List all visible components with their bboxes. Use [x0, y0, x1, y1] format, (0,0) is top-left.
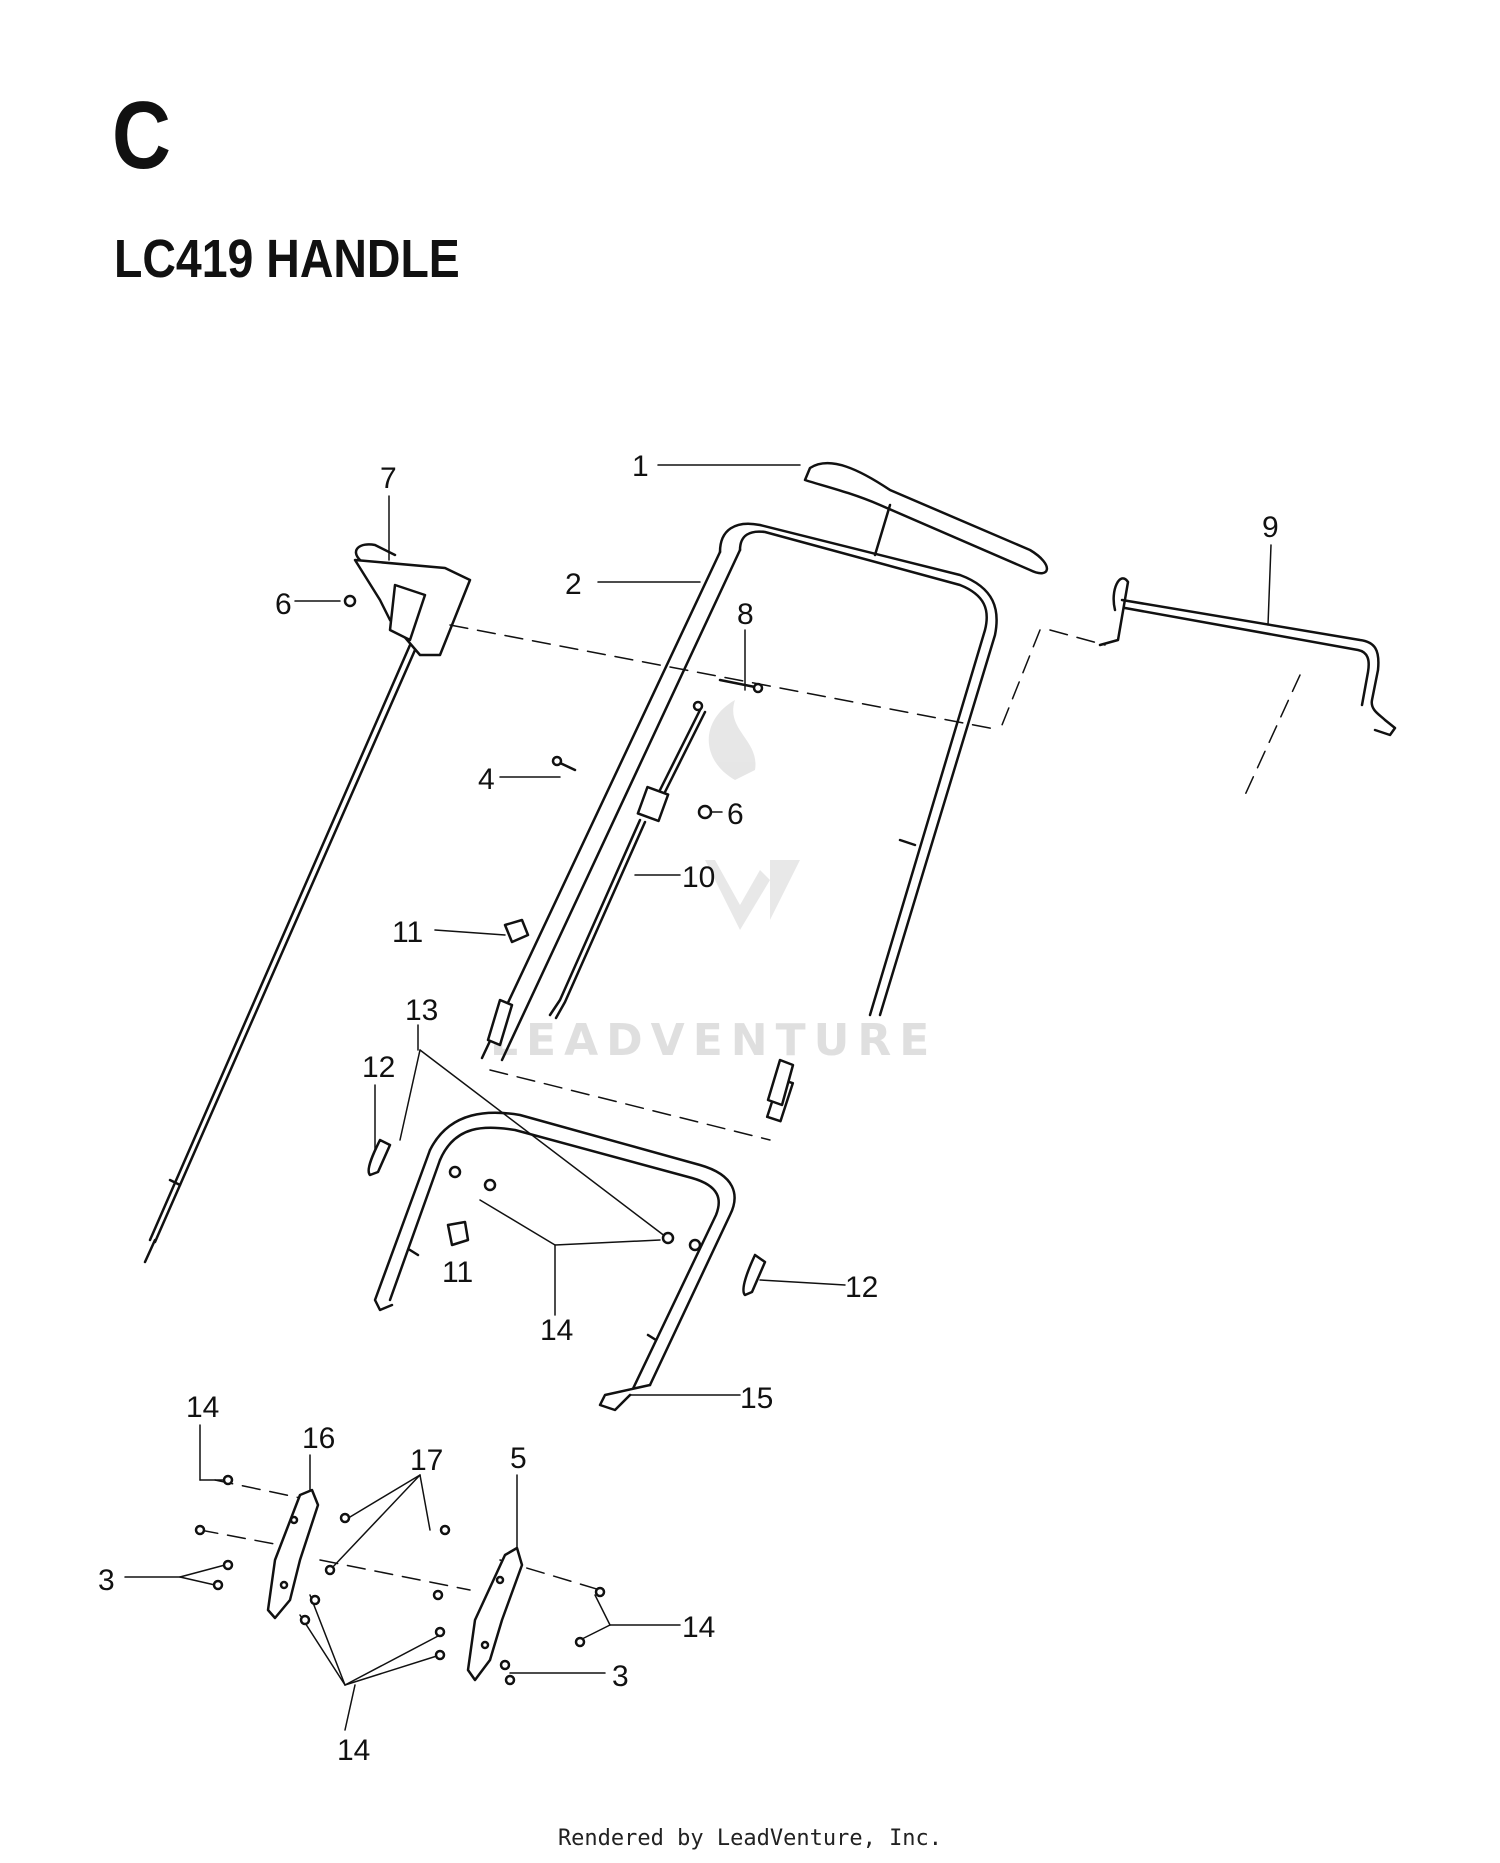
callout-7: 7	[380, 462, 397, 495]
callout-12b: 12	[845, 1271, 878, 1304]
part-15-lower-handle	[373, 1111, 736, 1412]
callout-6a: 6	[275, 588, 292, 621]
callout-8: 8	[737, 598, 754, 631]
callout-11b: 11	[442, 1256, 473, 1289]
callout-4: 4	[478, 763, 495, 796]
callout-3a: 3	[98, 1564, 115, 1597]
callout-11a: 11	[392, 916, 423, 949]
callout-13: 13	[405, 994, 438, 1027]
callout-14a: 14	[540, 1314, 573, 1347]
callouts: 1 2 3 3 4 5 6 6 7 8 9 10 11 11 12 12 13 …	[98, 450, 1279, 1767]
part-16-bracket	[266, 1488, 320, 1620]
watermark-logo: LEADVENTURE	[490, 700, 937, 1066]
part-2-upper-handle	[480, 522, 998, 1123]
callout-15: 15	[740, 1382, 773, 1415]
part-10-control-cable	[548, 700, 707, 1020]
part-7-speed-control	[143, 543, 472, 1264]
callout-3b: 3	[612, 1660, 629, 1693]
callout-17: 17	[410, 1444, 443, 1477]
callout-12a: 12	[362, 1051, 395, 1084]
callout-6b: 6	[727, 798, 744, 831]
callout-16: 16	[302, 1422, 335, 1455]
callout-5: 5	[510, 1442, 527, 1475]
hardware	[343, 594, 767, 1297]
diagram-title: LC419 HANDLE	[114, 229, 460, 289]
callout-10: 10	[682, 861, 715, 894]
footer-credit: Rendered by LeadVenture, Inc.	[557, 1826, 943, 1851]
part-5-bracket	[466, 1546, 524, 1682]
watermark-text: LEADVENTURE	[490, 1015, 937, 1066]
leader-lines	[124, 464, 1272, 1731]
callout-2: 2	[565, 568, 582, 601]
callout-1: 1	[632, 450, 649, 483]
callout-14d: 14	[337, 1734, 370, 1767]
callout-14c: 14	[682, 1611, 715, 1644]
bracket-hardware	[194, 1474, 606, 1686]
callout-9: 9	[1262, 511, 1279, 544]
callout-14b: 14	[186, 1391, 219, 1424]
section-letter: C	[112, 82, 171, 189]
part-1-handle-grip	[803, 461, 1049, 575]
part-9-bail-rod	[1098, 577, 1397, 737]
